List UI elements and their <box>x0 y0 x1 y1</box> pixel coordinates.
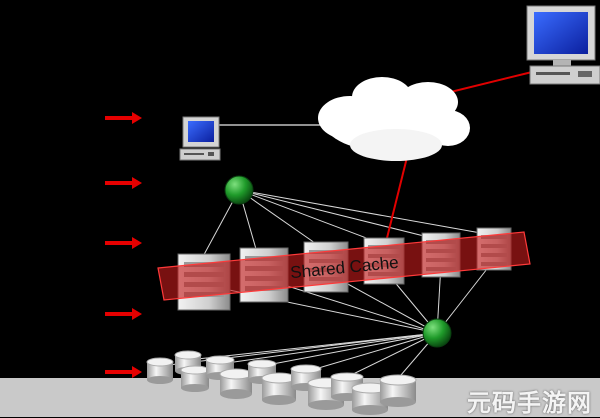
desktop-computer-icon <box>526 5 600 85</box>
watermark: 元码手游网 <box>467 389 592 417</box>
database-icon <box>180 365 210 392</box>
database-icon <box>261 372 297 405</box>
database-icon <box>146 357 174 384</box>
shared-cache-band: Shared Cache <box>157 231 531 301</box>
database-icon <box>219 368 253 399</box>
arrow-right-icon <box>105 177 142 189</box>
arrow-right-icon <box>105 366 142 378</box>
database-icon <box>379 374 417 407</box>
router-node-icon <box>224 175 254 205</box>
incoming-arrows <box>105 112 142 378</box>
router-node-icon <box>422 318 452 348</box>
arrow-right-icon <box>105 237 142 249</box>
arrow-right-icon <box>105 112 142 124</box>
cloud-icon <box>318 77 470 161</box>
arrow-right-icon <box>105 308 142 320</box>
desktop-computer-icon <box>179 116 221 161</box>
top-node-links <box>199 189 493 263</box>
database-group <box>146 350 417 415</box>
